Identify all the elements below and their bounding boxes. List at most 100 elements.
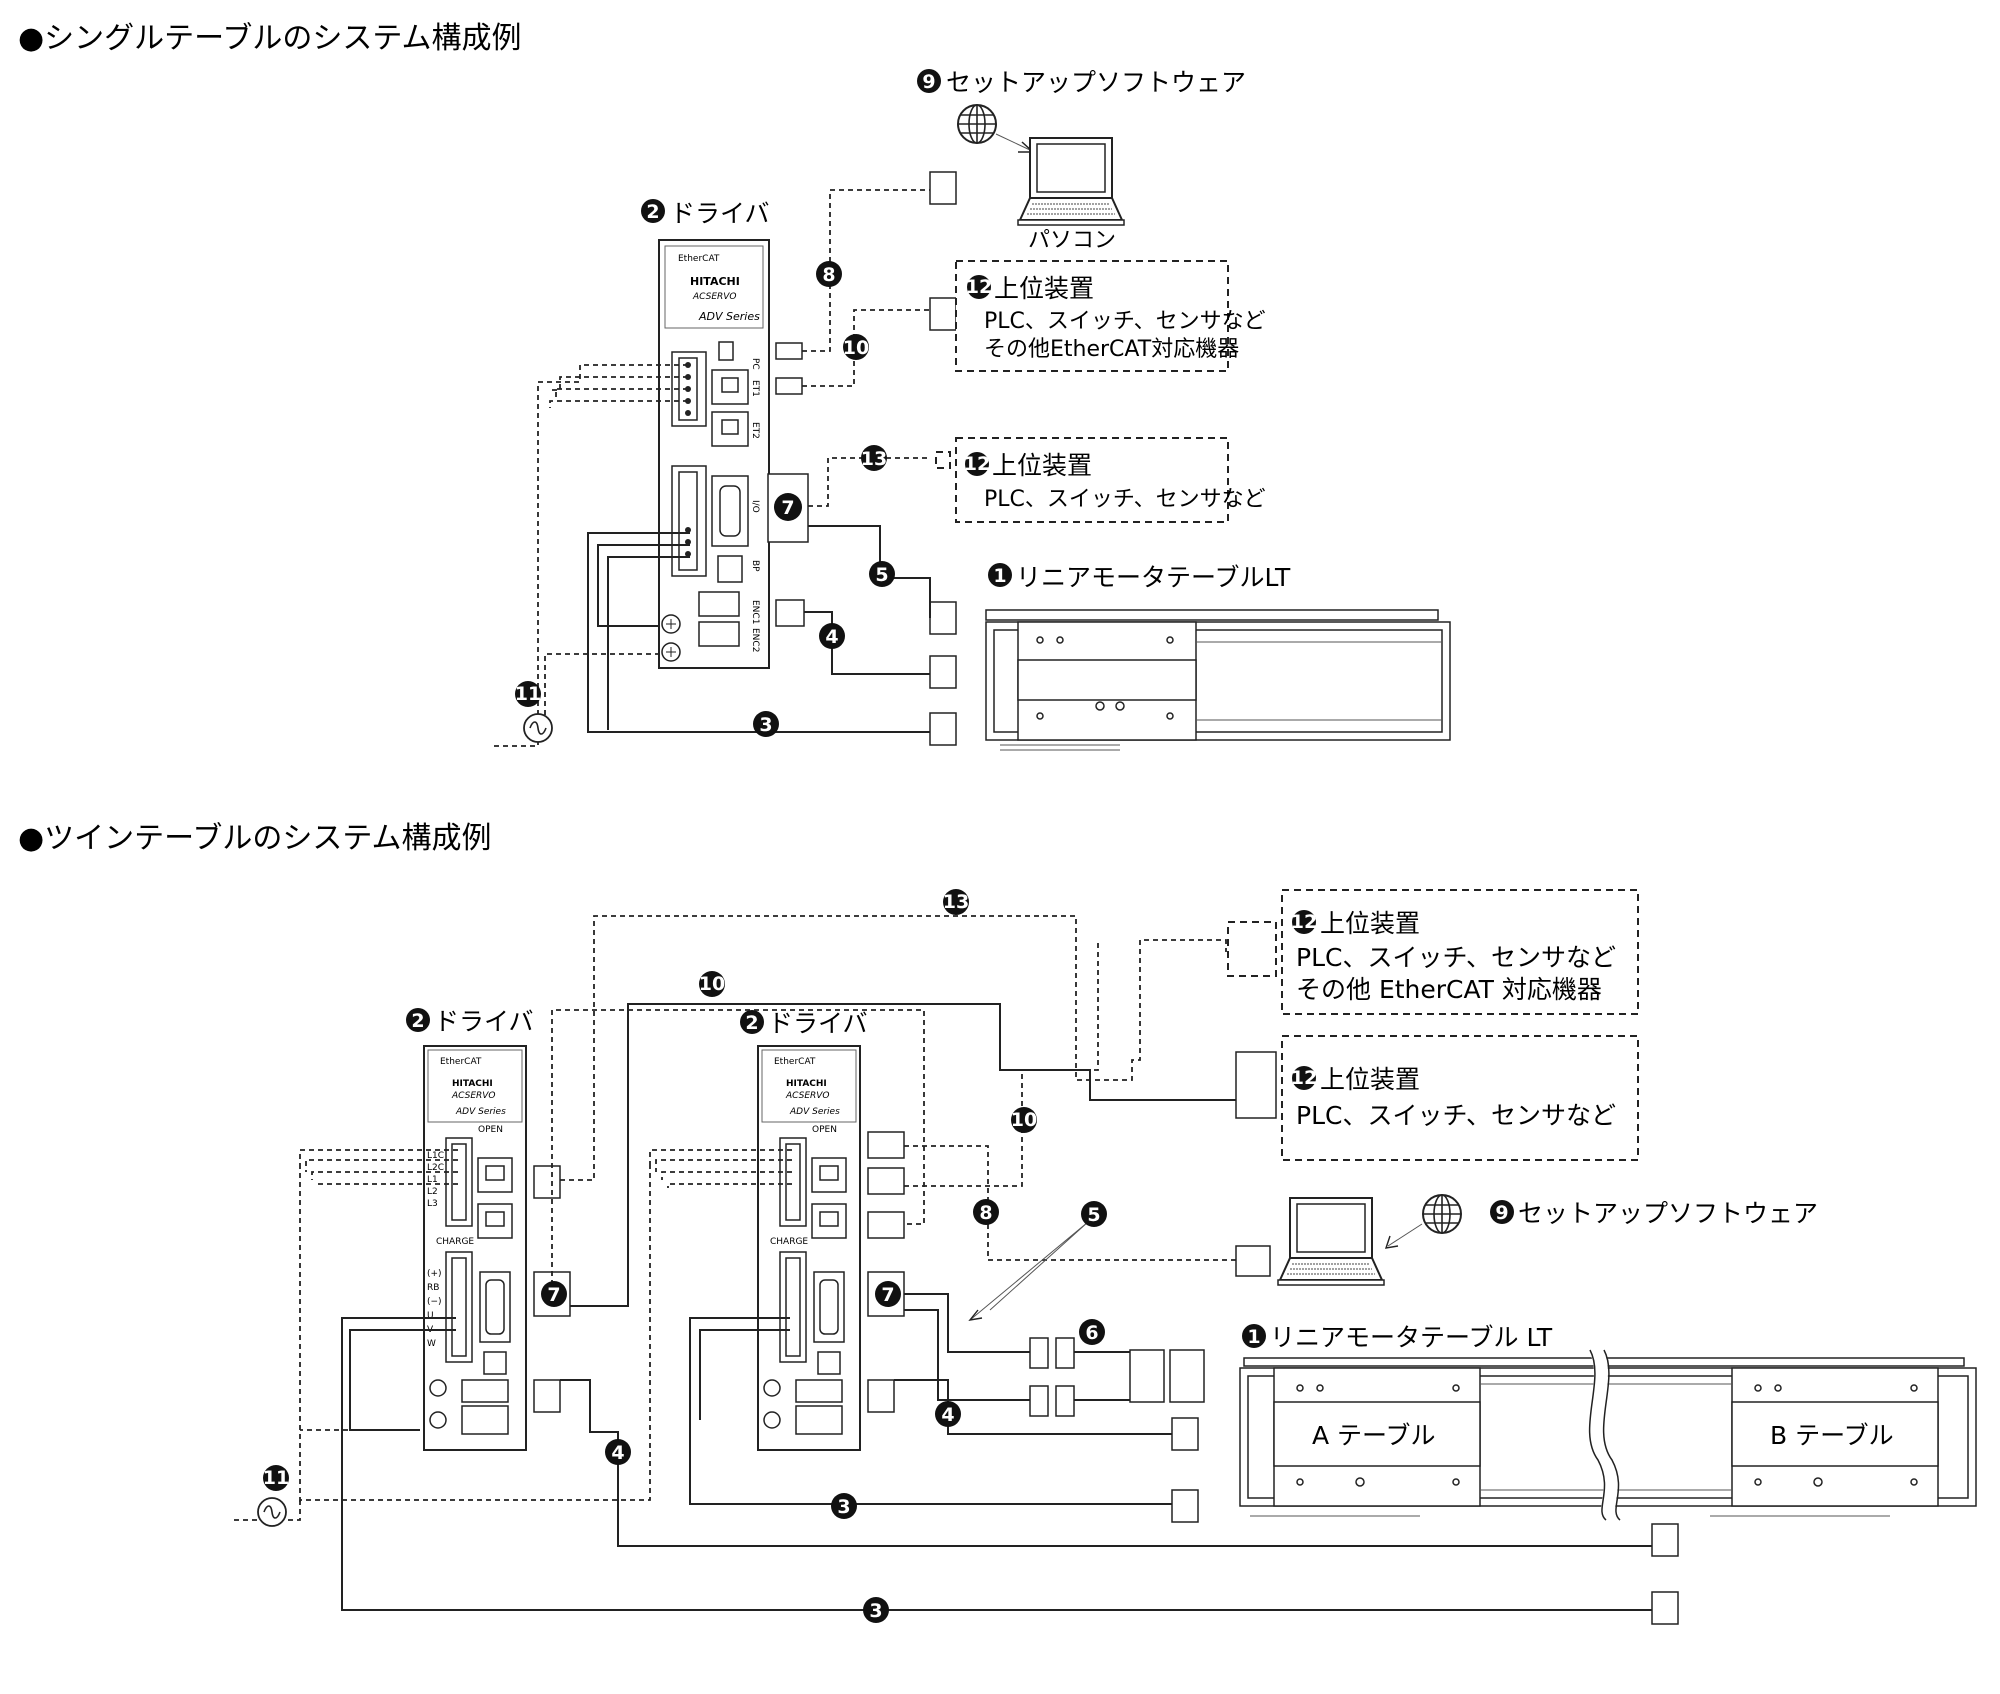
svg-text:4: 4 (825, 626, 838, 648)
single-upper-device-1: 12 上位装置 PLC、スイッチ、センサなど その他EtherCAT対応機器 (955, 260, 1266, 372)
twin-conn-3b (1651, 1591, 1679, 1625)
twin-upper1-line2: その他 EtherCAT 対応機器 (1296, 975, 1602, 1004)
marker-13-twin: 13 (943, 889, 969, 915)
conn-pc (929, 171, 957, 205)
driver-series: ADV Series (789, 1107, 840, 1117)
terminal-l3: L3 (427, 1199, 438, 1209)
ac-power-icon (257, 1497, 287, 1527)
svg-text:7: 7 (547, 1284, 560, 1306)
driver-model: ACSERVO (785, 1091, 830, 1101)
marker-2: 2 (745, 1012, 758, 1034)
driver-brand: HITACHI (452, 1079, 493, 1089)
conn-table-2 (929, 655, 957, 689)
marker-4-twin-b: 4 (605, 1439, 631, 1465)
twin-software-label: 9 セットアップソフトウェア (1490, 1199, 1818, 1228)
driver-charge-label: CHARGE (770, 1237, 808, 1247)
svg-text:7: 7 (781, 497, 794, 519)
d1-enc-plug (533, 1379, 561, 1413)
d2-pc-plug (867, 1131, 905, 1159)
twin-table-label: 1 リニアモータテーブル LT (1242, 1323, 1553, 1352)
table-a-label: A テーブル (1312, 1421, 1436, 1450)
marker-5-twin: 5 (1081, 1201, 1107, 1227)
port-et1-label: ET1 (750, 380, 760, 397)
driver-label-text: ドライバ (434, 1007, 534, 1036)
twin-upper2-title: 上位装置 (1320, 1065, 1420, 1094)
d2-et1-plug (867, 1167, 905, 1195)
laptop-icon (1277, 1197, 1385, 1286)
terminal-rb: RB (427, 1283, 439, 1293)
svg-text:3: 3 (869, 1600, 882, 1622)
single-ac-supply (523, 713, 553, 743)
twin-upper-device-2: 12 上位装置 PLC、スイッチ、センサなど (1235, 1035, 1639, 1161)
upper1-line1: PLC、スイッチ、センサなど (984, 309, 1266, 334)
cable-10-twin (551, 1009, 925, 1294)
driver-charge-label: CHARGE (436, 1237, 474, 1247)
pc-label: パソコン (1028, 228, 1116, 253)
terminal-l2: L2 (427, 1187, 438, 1197)
conn-table-3 (929, 712, 957, 746)
twin-driver-label-2: 2 ドライバ (740, 1009, 868, 1038)
svg-text:13: 13 (943, 891, 969, 913)
single-driver-label: 2 ドライバ (641, 199, 770, 228)
single-section-title: ●シングルテーブルのシステム構成例 (18, 21, 521, 56)
twin-ac-supply (257, 1497, 287, 1527)
terminal-l2c: L2C (427, 1163, 444, 1173)
driver-open-label: OPEN (812, 1125, 837, 1135)
cable-5-single (808, 525, 931, 618)
marker-9: 9 (1495, 1202, 1508, 1224)
marker-10-single: 10 (843, 334, 869, 360)
single-upper-device-2: 12 上位装置 PLC、スイッチ、センサなど (935, 437, 1266, 523)
d1-et-plug (533, 1165, 561, 1199)
svg-text:8: 8 (979, 1202, 992, 1224)
driver-open-label: OPEN (478, 1125, 503, 1135)
port-et2-label: ET2 (750, 422, 760, 439)
globe-icon (1422, 1194, 1462, 1234)
port-enc1-label: ENC1 (750, 600, 760, 624)
single-software-label: 9 セットアップソフトウェア (917, 68, 1246, 97)
driver-model: ACSERVO (451, 1091, 496, 1101)
driver-model: ACSERVO (692, 292, 737, 302)
marker-9: 9 (922, 71, 935, 93)
table-label-text: リニアモータテーブルLT (1016, 563, 1291, 592)
svg-text:11: 11 (263, 1467, 289, 1489)
upper1-line2: その他EtherCAT対応機器 (984, 337, 1239, 362)
driver-brand: HITACHI (690, 275, 740, 288)
marker-3-twin-a: 3 (831, 1493, 857, 1519)
twin-conn-3 (1171, 1489, 1199, 1523)
globe-icon (957, 104, 997, 144)
svg-text:3: 3 (837, 1496, 850, 1518)
port-enc2-label: ENC2 (750, 628, 760, 652)
enc-plug (775, 599, 805, 627)
marker-3-twin-b: 3 (863, 1597, 889, 1623)
twin-upper2-line1: PLC、スイッチ、センサなど (1296, 1101, 1616, 1130)
d2-et2-plug (867, 1211, 905, 1239)
port-pc-label: PC (750, 358, 760, 370)
terminal-l1c: L1C (427, 1151, 444, 1161)
single-table-label: 1 リニアモータテーブルLT (988, 563, 1291, 592)
driver-et1-plug (775, 377, 803, 395)
svg-text:7: 7 (881, 1284, 894, 1306)
marker-7-single: 7 (774, 493, 802, 521)
d2-enc-plug (867, 1379, 895, 1413)
marker-8-twin: 8 (973, 1199, 999, 1225)
twin-section-title: ●ツインテーブルのシステム構成例 (18, 821, 491, 856)
table-b-label: B テーブル (1770, 1421, 1894, 1450)
ac-power-icon (523, 713, 553, 743)
marker-4-single: 4 (819, 623, 845, 649)
marker-4-twin-a: 4 (935, 1401, 961, 1427)
terminal-l1: L1 (427, 1175, 438, 1185)
single-driver-unit: EtherCAT HITACHI ACSERVO ADV Series PC E… (658, 239, 770, 669)
upper1-title: 上位装置 (994, 274, 1094, 303)
upper2-line1: PLC、スイッチ、センサなど (984, 487, 1266, 512)
upper2-title: 上位装置 (992, 451, 1092, 480)
marker-5-single: 5 (869, 561, 895, 587)
marker-13-single: 13 (861, 445, 887, 471)
twin-upper1-title: 上位装置 (1320, 909, 1420, 938)
driver-series: ADV Series (698, 310, 760, 323)
terminal-u: U (427, 1311, 434, 1321)
twin-upper1-line1: PLC、スイッチ、センサなど (1296, 943, 1616, 972)
marker-7-twin-a: 7 (541, 1281, 567, 1307)
twin-linear-table: A テーブル B テーブル (1239, 1346, 1977, 1526)
svg-text:4: 4 (611, 1442, 624, 1464)
